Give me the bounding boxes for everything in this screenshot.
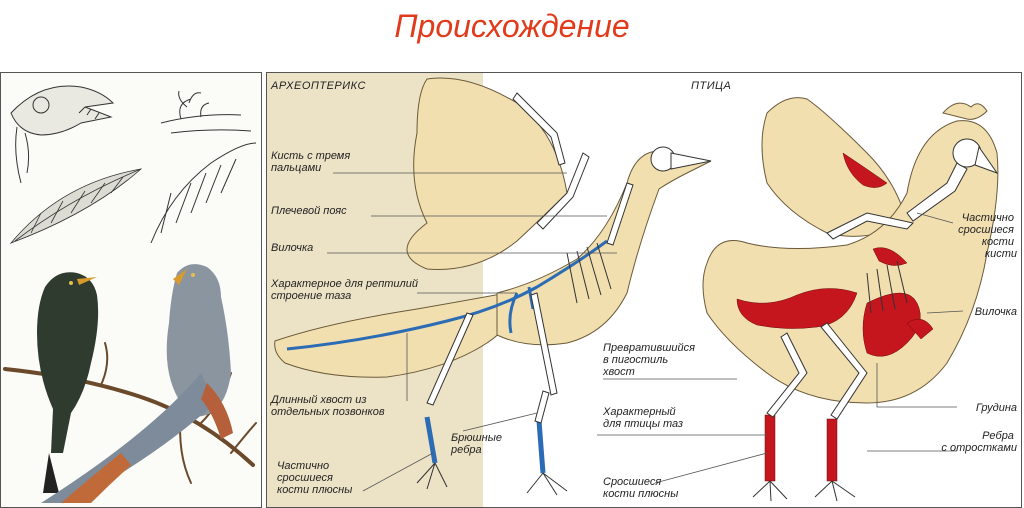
label-reptile-pelvis: Характерное для рептилий строение таза bbox=[270, 278, 421, 302]
label-long-tail: Длинный хвост из отдельных позвонков bbox=[269, 394, 385, 418]
wing-claw-sketch bbox=[150, 90, 257, 244]
label-fused-metatarsus: Сросшиеся кости плюсны bbox=[603, 476, 678, 500]
bird-header: ПТИЦА bbox=[691, 80, 731, 92]
label-wishbone-bird: Вилочка bbox=[975, 306, 1017, 318]
skeleton-comparison-diagram: АРХЕОПТЕРИКС ПТИЦА Кисть с тремя пальцам… bbox=[267, 73, 1017, 507]
label-shoulder: Плечевой пояс bbox=[271, 205, 347, 217]
label-hand: Кисть с тремя пальцами bbox=[271, 150, 353, 174]
archaeopteryx-illustration-panel bbox=[0, 72, 262, 508]
label-belly-ribs: Брюшные ребра bbox=[450, 432, 505, 456]
archaeopteryx-bones bbox=[426, 92, 712, 424]
label-sternum: Грудина bbox=[976, 402, 1017, 414]
archaeopteryx-header: АРХЕОПТЕРИКС bbox=[270, 80, 366, 92]
label-fused-hand: Частично сросшиеся кости кисти bbox=[958, 212, 1017, 260]
label-ribs-processes: Ребра с отростками bbox=[941, 430, 1017, 454]
grey-bird bbox=[41, 264, 233, 503]
skull-sketch bbox=[10, 85, 115, 184]
page-title: Происхождение bbox=[394, 8, 630, 44]
archaeopteryx-spine bbox=[286, 239, 608, 474]
label-partial-metatarsus: Частично сросшиеся кости плюсны bbox=[277, 460, 352, 496]
leader-lines bbox=[327, 172, 964, 492]
feather-sketch bbox=[9, 168, 143, 244]
archaeopteryx-feet bbox=[416, 462, 568, 496]
label-pygostyle: Превратившийся в пигостиль хвост bbox=[602, 342, 698, 378]
dark-bird bbox=[37, 272, 99, 493]
bird-white-bones bbox=[766, 138, 999, 420]
bird-red-bones bbox=[736, 152, 934, 482]
archaeopteryx-illustration bbox=[3, 85, 257, 503]
bird-feet bbox=[752, 480, 856, 502]
skeleton-comparison-panel: АРХЕОПТЕРИКС ПТИЦА Кисть с тремя пальцам… bbox=[266, 72, 1022, 508]
label-wishbone-archaeopteryx: Вилочка bbox=[271, 242, 313, 254]
label-bird-pelvis: Характерный для птицы таз bbox=[602, 406, 683, 430]
